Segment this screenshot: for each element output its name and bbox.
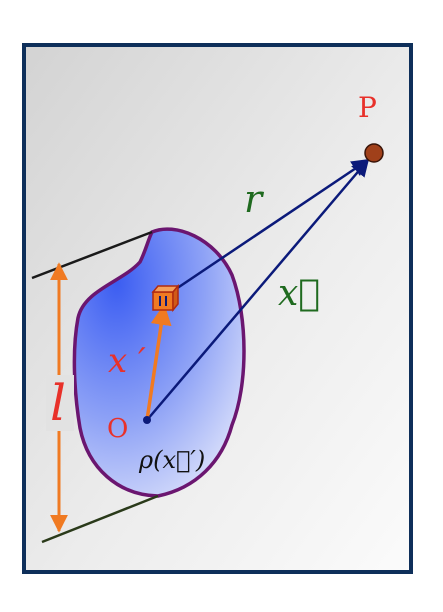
bottom-tangent-line <box>41 494 159 544</box>
charge-distribution-body <box>72 227 246 498</box>
origin-label: O <box>107 414 128 444</box>
distance-vector-arrow <box>163 158 370 299</box>
size-label: l <box>50 374 66 432</box>
distance-label: r <box>244 177 265 221</box>
cube-icon <box>151 283 180 313</box>
position-vector-label: x⃗ <box>278 273 320 314</box>
source-vector-label: x ′ <box>108 341 146 381</box>
field-point-label: P <box>358 91 377 124</box>
size-label-backdrop <box>46 375 74 431</box>
origin-marker <box>143 416 151 424</box>
source-vector-arrow <box>145 303 172 421</box>
field-point-marker <box>364 143 384 163</box>
position-vector-arrow <box>146 158 370 421</box>
density-label: ρ(x⃗′) <box>138 446 205 474</box>
